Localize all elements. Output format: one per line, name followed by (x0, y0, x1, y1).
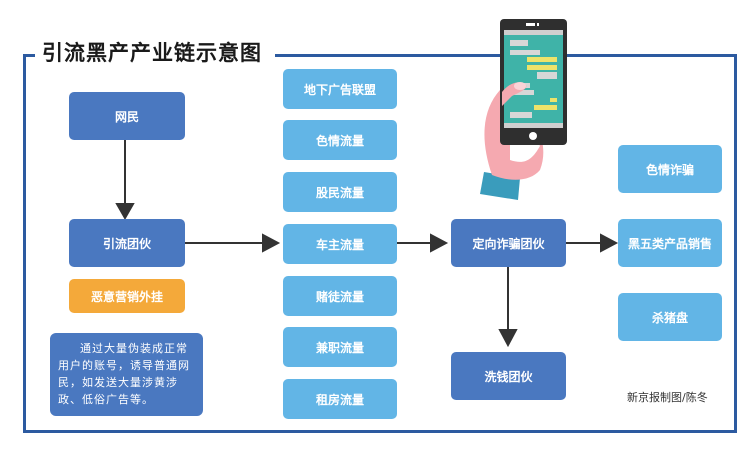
node-traffic-gang: 引流团伙 (69, 219, 185, 267)
node-outcome: 黑五类产品销售 (618, 219, 722, 267)
diagram-title: 引流黑产产业链示意图 (36, 38, 268, 68)
arrowhead (115, 203, 135, 221)
node-outcome: 色情诈骗 (618, 145, 722, 193)
description-note: 通过大量伪装成正常用户的账号，诱导普通网民，如发送大量涉黄涉政、低俗广告等。 (50, 333, 203, 416)
hand-holding-phone-chat-icon (480, 19, 567, 200)
node-traffic-source: 色情流量 (283, 120, 397, 160)
node-targeted-fraud-gang: 定向诈骗团伙 (451, 219, 566, 267)
frame-top-left (23, 54, 35, 57)
node-malicious-plugin: 恶意营销外挂 (69, 279, 185, 313)
node-traffic-source: 租房流量 (283, 379, 397, 419)
frame-right (734, 54, 737, 433)
node-netizen: 网民 (69, 92, 185, 140)
node-traffic-source: 兼职流量 (283, 327, 397, 367)
node-traffic-source: 股民流量 (283, 172, 397, 212)
node-outcome: 杀猪盘 (618, 293, 722, 341)
arrowhead (430, 233, 449, 253)
node-money-laundering-gang: 洗钱团伙 (451, 352, 566, 400)
node-traffic-source: 车主流量 (283, 224, 397, 264)
credit-text: 新京报制图/陈冬 (627, 391, 708, 404)
arrowhead (600, 233, 619, 253)
node-traffic-source: 赌徒流量 (283, 276, 397, 316)
arrowhead (498, 329, 518, 348)
frame-left (23, 54, 26, 433)
frame-bottom (23, 430, 737, 433)
arrowhead (262, 233, 281, 253)
node-traffic-source: 地下广告联盟 (283, 69, 397, 109)
